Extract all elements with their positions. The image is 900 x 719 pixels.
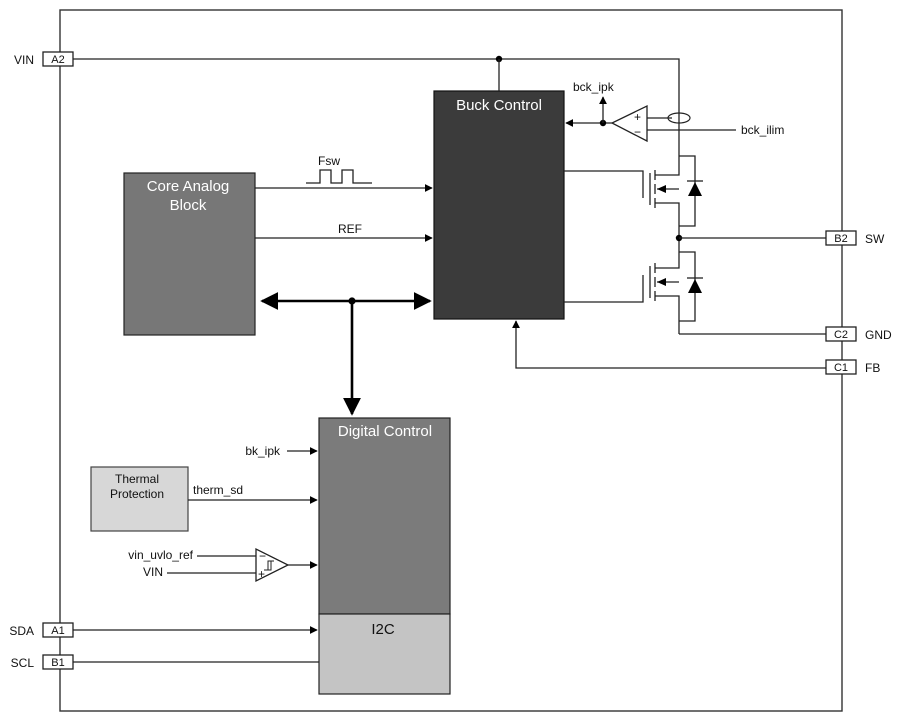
- hs-drain: [655, 156, 680, 176]
- buck-control-label: Buck Control: [456, 97, 542, 114]
- pin-vin-name: VIN: [14, 53, 34, 67]
- thermal-protection-block: [90, 466, 189, 532]
- hs-source: [655, 202, 680, 226]
- pin-b2-id: B2: [834, 233, 847, 245]
- pin-scl-name: SCL: [11, 656, 35, 670]
- core-analog-label-2: Block: [170, 197, 207, 214]
- pin-c2-id: C2: [834, 329, 848, 341]
- ls-drain: [655, 252, 680, 269]
- ls-gate-wire: [564, 275, 644, 303]
- ilim-comparator-minus: −: [634, 125, 641, 139]
- pin-a1-id: A1: [51, 625, 64, 637]
- fb-wire: [512, 320, 826, 369]
- bk-ipk-label: bk_ipk: [245, 444, 281, 458]
- ilim-comparator-plus: +: [634, 110, 641, 124]
- thermal-label-2: Protection: [110, 487, 164, 501]
- hs-body-arrowhead: [657, 185, 666, 193]
- vin-label: VIN: [143, 565, 163, 579]
- ref-label: REF: [338, 222, 362, 236]
- pin-gnd-name: GND: [865, 328, 892, 342]
- core-analog-label-1: Core Analog: [147, 178, 230, 195]
- hs-gate-wire: [564, 170, 644, 198]
- vin-rail: [73, 58, 680, 156]
- ls-body-arrowhead: [657, 278, 666, 286]
- uvlo-comparator: [255, 547, 290, 583]
- buck-control-block: [433, 90, 565, 320]
- ls-diode-triangle: [688, 279, 702, 293]
- uvlo-comparator-plus: +: [258, 567, 265, 581]
- pin-c1-box: [825, 359, 857, 375]
- pin-fb-name: FB: [865, 361, 880, 375]
- digital-control-label: Digital Control: [338, 423, 432, 440]
- bus-junction-dot: [348, 297, 356, 305]
- digital-control-block: [318, 417, 451, 615]
- vin-uvlo-ref-label: vin_uvlo_ref: [128, 548, 193, 562]
- fsw-waveform: [306, 169, 372, 184]
- i2c-block: [318, 613, 451, 695]
- core-analog-block: [123, 172, 256, 336]
- bck-ipk-label: bck_ipk: [573, 80, 615, 94]
- bck-ilim-label: bck_ilim: [741, 123, 784, 137]
- uvlo-comparator-minus: −: [259, 549, 266, 563]
- pin-b1-id: B1: [51, 657, 64, 669]
- hysteresis-symbol: [264, 560, 274, 571]
- i2c-label: I2C: [371, 621, 395, 638]
- therm-sd-label: therm_sd: [193, 483, 243, 497]
- hs-diode-triangle: [688, 182, 702, 196]
- pin-sw-name: SW: [865, 232, 885, 246]
- ilim-comparator: [610, 104, 648, 143]
- pin-sda-name: SDA: [9, 624, 34, 638]
- pin-c1-id: C1: [834, 362, 848, 374]
- pin-a2-id: A2: [51, 54, 64, 66]
- fsw-label: Fsw: [318, 154, 340, 168]
- thermal-label-1: Thermal: [115, 472, 159, 486]
